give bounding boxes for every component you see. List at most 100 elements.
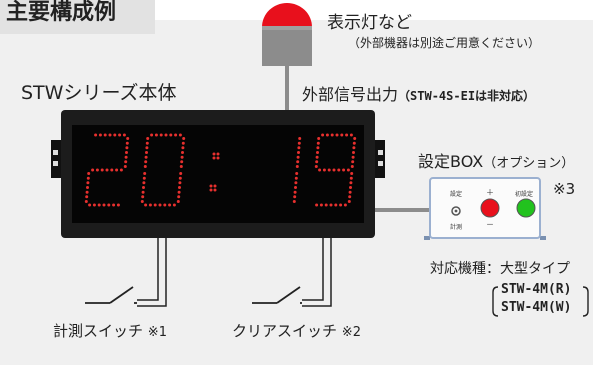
led-dot (325, 133, 329, 137)
lamp-cable (285, 66, 289, 110)
panel-label-reset: 初設定 (515, 191, 534, 198)
measure-switch-mark: ※1 (147, 325, 167, 340)
led-dot (110, 168, 114, 172)
led-dot (91, 168, 95, 172)
led-dot (143, 165, 147, 168)
led-dot (176, 200, 180, 203)
led-dot (324, 203, 328, 207)
led-dot (113, 133, 117, 137)
led-dot (330, 133, 334, 137)
led-dot (297, 141, 301, 145)
led-dot (178, 176, 182, 180)
led-dot (315, 203, 319, 207)
lamp-note: （外部機器は別途ご用意ください） (348, 36, 541, 50)
colon-dot (216, 152, 220, 156)
led-dot (353, 137, 357, 140)
setbox-cable (374, 208, 430, 212)
led-dot (142, 181, 146, 185)
colon-dot (216, 156, 220, 160)
led-dot (337, 168, 341, 172)
setbox-mark: ※3 (553, 180, 576, 198)
led-dot (295, 165, 299, 168)
led-dot (148, 203, 152, 207)
led-dot (292, 200, 296, 203)
led-dot (95, 168, 99, 172)
led-dot (316, 151, 319, 154)
model-item-2: STW-4M(W) (501, 300, 572, 315)
led-dot (100, 168, 104, 172)
led-dot (349, 181, 353, 185)
led-dot (352, 146, 356, 150)
led-dot (339, 203, 343, 207)
led-dot (179, 165, 183, 168)
clear-switch-mark: ※2 (341, 325, 361, 340)
led-dot (112, 203, 116, 207)
led-dot (125, 141, 129, 145)
led-dot (141, 195, 145, 199)
led-dot (86, 181, 90, 185)
led-dot (335, 133, 339, 137)
led-dot (115, 168, 119, 172)
led-dot (103, 133, 107, 137)
led-dot (297, 151, 300, 154)
led-dot (181, 151, 184, 154)
led-dot (102, 203, 106, 207)
led-dot (321, 133, 325, 137)
led-digits (84, 133, 357, 207)
led-dot (317, 137, 321, 140)
led-dot (92, 203, 96, 207)
setting-box-gear-icon (451, 206, 461, 216)
panel-label-measure: 計測 (450, 224, 463, 231)
led-dot (350, 165, 354, 168)
led-dot (179, 172, 183, 175)
led-dot (142, 186, 145, 189)
led-dot (294, 176, 298, 180)
led-dot (314, 165, 318, 168)
header-tab (0, 0, 155, 34)
led-dot (163, 203, 167, 207)
led-dot (349, 133, 353, 137)
led-dot (140, 200, 144, 203)
led-dot (181, 146, 185, 150)
led-dot (352, 151, 355, 154)
led-dot (124, 155, 128, 159)
led-dot (143, 172, 147, 175)
green-button (516, 198, 536, 218)
led-dot (154, 133, 158, 137)
led-dot (168, 203, 172, 207)
led-dot (146, 137, 150, 140)
led-dot (293, 195, 297, 199)
led-dot (125, 151, 128, 154)
led-dot (348, 195, 352, 199)
led-dot (145, 141, 149, 145)
led-dot (174, 133, 178, 137)
models-bracket-left (492, 286, 499, 317)
led-dot (295, 172, 299, 175)
led-dot (158, 203, 162, 207)
led-dot (177, 190, 181, 194)
led-dot (329, 203, 333, 207)
led-dot (177, 195, 181, 199)
panel-label-minus: － (486, 220, 494, 229)
led-dot (293, 190, 297, 194)
led-dot (181, 141, 185, 145)
measure-switch-name: 計測スイッチ (53, 322, 144, 340)
led-dot (159, 133, 163, 137)
led-dot (98, 133, 102, 137)
led-dot (349, 176, 353, 180)
led-dot (347, 200, 351, 203)
page-title: 主要構成例 (6, 0, 117, 25)
led-dot (334, 203, 338, 207)
colon-dot (209, 188, 213, 192)
led-dot (88, 203, 92, 207)
led-dot (316, 141, 320, 145)
led-dot (296, 155, 300, 159)
led-dot (178, 181, 182, 185)
setbox-note: （オプション） (483, 156, 575, 171)
led-dot (340, 133, 344, 137)
led-dot (126, 137, 130, 140)
led-dot (144, 155, 148, 159)
led-dot (316, 146, 320, 150)
models-title: 対応機種：大型タイプ (430, 261, 570, 277)
led-dot (315, 155, 319, 159)
